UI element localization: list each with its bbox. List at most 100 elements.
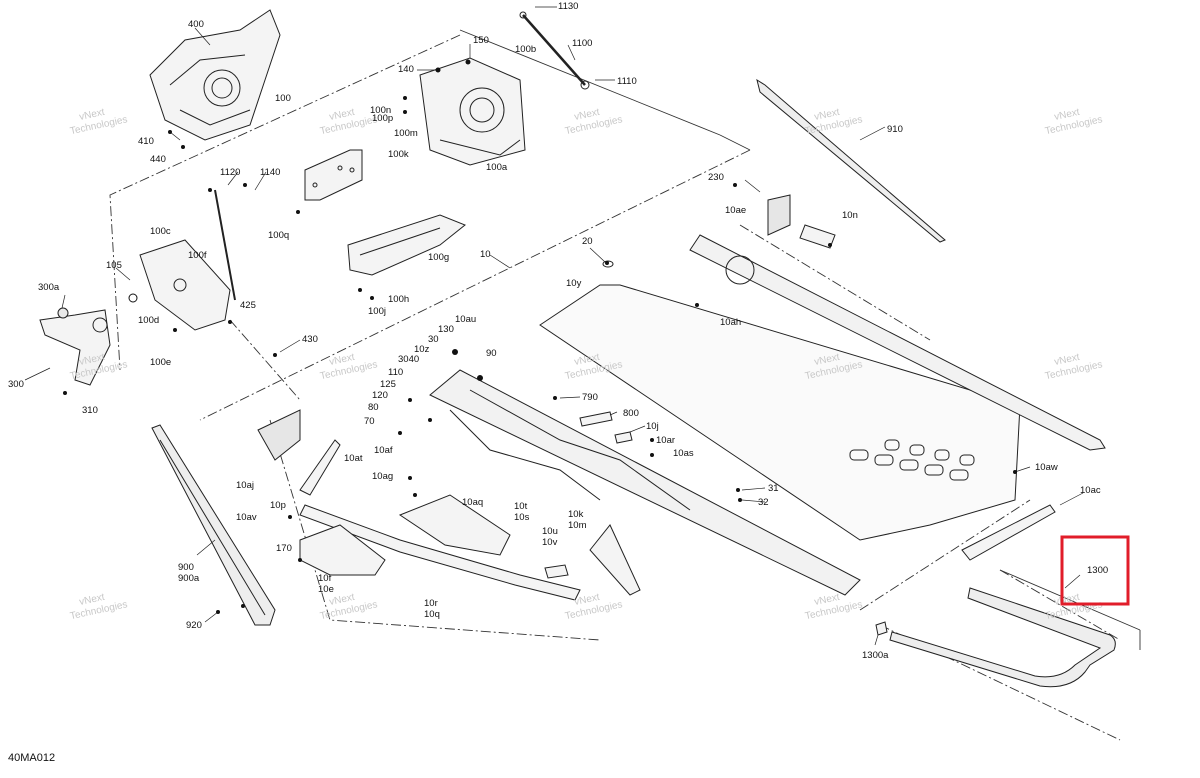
callout-1120[interactable]: 1120	[220, 167, 240, 178]
callout-1300a[interactable]: 1300a	[862, 650, 889, 661]
callout-10t[interactable]: 10t	[514, 501, 528, 512]
callout-230[interactable]: 230	[708, 172, 724, 183]
part-upper-support-100a	[419, 57, 526, 166]
callout-10f[interactable]: 10f	[318, 573, 332, 584]
callout-900[interactable]: 900	[178, 562, 194, 573]
callout-10ag[interactable]: 10ag	[372, 471, 393, 482]
part-bracket-100g	[347, 214, 466, 276]
callout-100e[interactable]: 100e	[150, 357, 171, 368]
callout-10av[interactable]: 10av	[236, 512, 257, 523]
callout-20[interactable]: 20	[582, 236, 593, 247]
callout-1110[interactable]: 1110	[617, 76, 637, 87]
callout-32[interactable]: 32	[758, 497, 769, 508]
callout-10aq[interactable]: 10aq	[462, 497, 483, 508]
part-steering-rod-1100	[519, 11, 590, 90]
callout-1140[interactable]: 1140	[260, 167, 280, 178]
callout-100h[interactable]: 100h	[388, 294, 409, 305]
callout-100k[interactable]: 100k	[388, 149, 409, 160]
callout-100g[interactable]: 100g	[428, 252, 449, 263]
part-side-rail-900	[151, 424, 276, 626]
svg-text:vNext: vNext	[813, 107, 841, 123]
callout-10as[interactable]: 10as	[673, 448, 694, 459]
callout-110[interactable]: 110	[388, 367, 403, 378]
callout-10p[interactable]: 10p	[270, 500, 286, 511]
document-id: 40MA012	[8, 752, 56, 764]
callout-300a[interactable]: 300a	[38, 282, 60, 293]
callout-100m[interactable]: 100m	[394, 128, 418, 139]
callout-80[interactable]: 80	[368, 402, 379, 413]
part-plate-800	[579, 411, 613, 427]
callout-100f[interactable]: 100f	[188, 250, 207, 261]
callout-150[interactable]: 150	[473, 35, 489, 46]
fasteners	[63, 59, 1017, 614]
callout-1130[interactable]: 1130	[558, 1, 578, 12]
callout-100p[interactable]: 100p	[372, 113, 393, 124]
tunnel-cutouts	[849, 439, 975, 481]
callout-410[interactable]: 410	[138, 136, 154, 147]
callout-10v[interactable]: 10v	[542, 537, 558, 548]
callout-10u[interactable]: 10u	[542, 526, 558, 537]
callout-90[interactable]: 90	[486, 348, 497, 359]
callout-100a[interactable]: 100a	[486, 162, 508, 173]
callout-120[interactable]: 120	[372, 390, 388, 401]
part-side-bracket-100c	[139, 189, 236, 331]
callout-10j[interactable]: 10j	[646, 421, 659, 432]
callout-100[interactable]: 100	[275, 93, 291, 104]
callout-10q[interactable]: 10q	[424, 609, 440, 620]
callout-100q[interactable]: 100q	[268, 230, 289, 241]
callout-1300[interactable]: 1300	[1087, 565, 1108, 576]
part-grille-10aj	[257, 409, 301, 461]
callout-31[interactable]: 31	[768, 483, 779, 494]
callout-105[interactable]: 105	[106, 260, 122, 271]
callout-310[interactable]: 310	[82, 405, 98, 416]
callout-1100[interactable]: 1100	[572, 38, 592, 49]
callout-130[interactable]: 130	[438, 324, 454, 335]
callout-10ac[interactable]: 10ac	[1080, 485, 1101, 496]
part-plate-10j	[614, 431, 633, 444]
callout-10e[interactable]: 10e	[318, 584, 334, 595]
callout-10k[interactable]: 10k	[568, 509, 584, 520]
callout-100d[interactable]: 100d	[138, 315, 159, 326]
callout-425[interactable]: 425	[240, 300, 256, 311]
callout-430[interactable]: 430	[302, 334, 318, 345]
callout-10m[interactable]: 10m	[568, 520, 587, 531]
callout-10aj[interactable]: 10aj	[236, 480, 254, 491]
svg-text:vNext: vNext	[813, 352, 841, 368]
part-bracket-10n	[799, 224, 836, 249]
callout-900a[interactable]: 900a	[178, 573, 200, 584]
callout-910[interactable]: 910	[887, 124, 903, 135]
callout-790[interactable]: 790	[582, 392, 598, 403]
callout-300[interactable]: 300	[8, 379, 24, 390]
callout-30[interactable]: 30	[428, 334, 439, 345]
callout-3040[interactable]: 3040	[398, 354, 419, 365]
callout-400[interactable]: 400	[188, 19, 204, 30]
callout-10s[interactable]: 10s	[514, 512, 530, 523]
callout-440[interactable]: 440	[150, 154, 166, 165]
callout-100j[interactable]: 100j	[368, 306, 386, 317]
callout-10ae[interactable]: 10ae	[725, 205, 746, 216]
callout-170[interactable]: 170	[276, 543, 292, 554]
callout-10ar[interactable]: 10ar	[656, 435, 675, 446]
callout-10y[interactable]: 10y	[566, 278, 582, 289]
callout-10n[interactable]: 10n	[842, 210, 858, 221]
callout-100b[interactable]: 100b	[515, 44, 536, 55]
callout-10r[interactable]: 10r	[424, 598, 438, 609]
callout-920[interactable]: 920	[186, 620, 202, 631]
callout-10at[interactable]: 10at	[344, 453, 363, 464]
part-bracket-10ac	[961, 504, 1056, 561]
callout-10z[interactable]: 10z	[414, 344, 430, 355]
callout-140[interactable]: 140	[398, 64, 414, 75]
part-frame-10aq	[398, 494, 511, 556]
callout-100n[interactable]: 100n	[370, 105, 391, 116]
svg-text:vNext: vNext	[813, 592, 841, 608]
callout-10au[interactable]: 10au	[455, 314, 476, 325]
callout-100c[interactable]: 100c	[150, 226, 171, 237]
callout-70[interactable]: 70	[364, 416, 375, 427]
callout-10aw[interactable]: 10aw	[1035, 462, 1058, 473]
callout-10ah[interactable]: 10ah	[720, 317, 741, 328]
callout-10af[interactable]: 10af	[374, 445, 393, 456]
callout-10[interactable]: 10	[480, 249, 491, 260]
callout-800[interactable]: 800	[623, 408, 639, 419]
callout-125[interactable]: 125	[380, 379, 396, 390]
